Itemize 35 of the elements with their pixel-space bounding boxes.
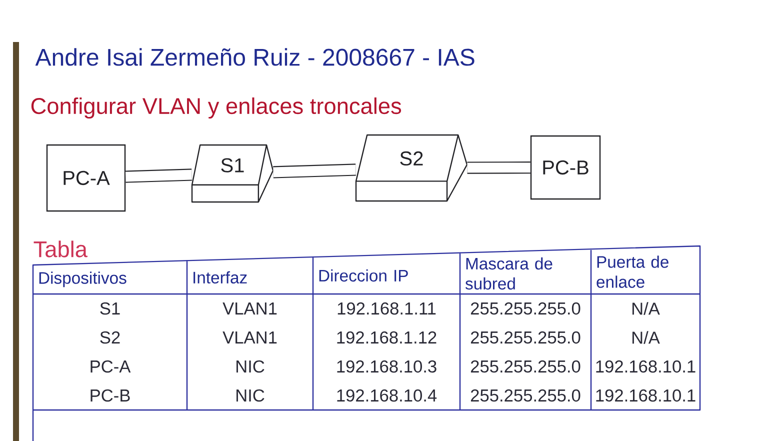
column-header: Direccion IP <box>319 269 408 282</box>
table-entry: NIC <box>236 360 264 373</box>
table-entry: 192.168.10.1 <box>596 389 696 402</box>
switch-box: S2 <box>355 134 468 202</box>
table-entry: PC-A <box>90 360 131 373</box>
cable-line <box>125 168 192 183</box>
column-header: Mascara de subred <box>465 257 552 290</box>
table-entry: 192.168.10.1 <box>596 360 696 373</box>
cable-line <box>273 164 356 178</box>
cable-line <box>467 162 530 174</box>
table-entry: 255.255.255.0 <box>470 389 580 402</box>
table-entry: VLAN1 <box>222 332 277 344</box>
column-header: Interfaz <box>194 271 247 284</box>
table-entry: 192.168.10.4 <box>337 389 437 402</box>
table-caption: Tabla <box>34 240 88 258</box>
table-entry: S2 <box>100 331 120 344</box>
table-entry: 255.255.255.0 <box>470 302 580 315</box>
computer-box: PC-B <box>530 135 601 200</box>
table-entry: 255.255.255.0 <box>470 331 580 344</box>
title: Configurar VLAN y enlaces troncales <box>31 97 402 119</box>
switch-box: S1 <box>191 144 274 203</box>
column-header: Dispositivos <box>39 272 126 288</box>
table-entry: 192.168.1.11 <box>338 302 436 315</box>
author-line: Andre Isai Zermeño Ruiz - 2008667 - IAS <box>35 48 474 66</box>
table-entry: 255.255.255.0 <box>470 360 580 373</box>
table-entry: S1 <box>100 302 120 315</box>
table-entry: N/A <box>632 331 660 344</box>
table-entry: NIC <box>236 389 264 402</box>
computer-box: PC-A <box>46 144 126 212</box>
column-header: Puerta de enlace <box>596 256 668 288</box>
table-entry: 192.168.10.3 <box>337 360 436 373</box>
table-entry: PC-B <box>90 389 130 402</box>
table-entry: VLAN1 <box>222 302 277 314</box>
table-entry: N/A <box>632 302 660 315</box>
table-entry: 192.168.1.12 <box>337 331 436 344</box>
